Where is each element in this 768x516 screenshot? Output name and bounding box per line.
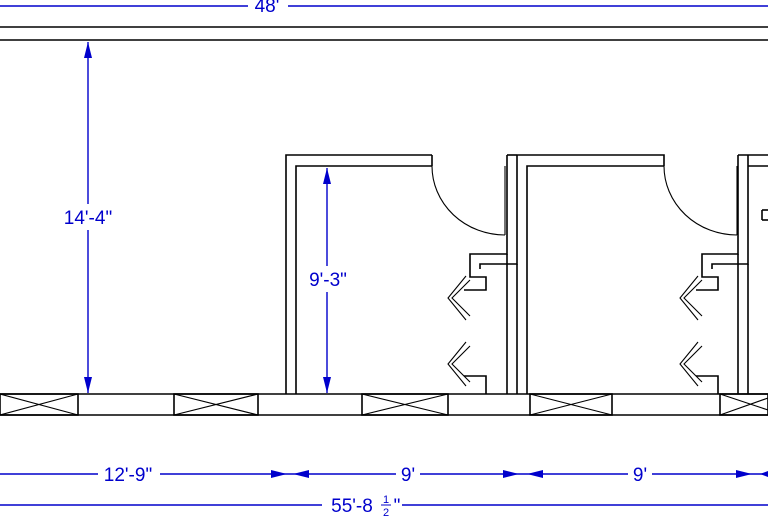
overall-inch-mark: " bbox=[394, 496, 401, 516]
arrow-right-icon bbox=[503, 470, 519, 478]
top-dimension-label: 48' bbox=[255, 0, 280, 17]
window-2 bbox=[173, 393, 259, 416]
overall-frac-den: 2 bbox=[383, 507, 389, 516]
bottom-segment-2-label: 9' bbox=[401, 465, 415, 486]
top-wall bbox=[0, 26, 768, 41]
bottom-overall-dimension: 55'-8 1 2 " bbox=[0, 493, 768, 516]
arrow-right-icon bbox=[736, 470, 752, 478]
fixture-chevrons-2 bbox=[679, 275, 703, 387]
chevron-left-icon bbox=[683, 279, 703, 317]
arrow-left-icon bbox=[527, 470, 543, 478]
bottom-segment-3-label: 9' bbox=[633, 465, 647, 486]
overall-frac-num: 1 bbox=[383, 494, 389, 506]
door-swing-1 bbox=[431, 165, 506, 236]
window-1 bbox=[0, 393, 79, 416]
chevron-left-icon bbox=[683, 345, 703, 383]
arrow-down-icon bbox=[84, 377, 92, 393]
door-swing-2 bbox=[663, 165, 738, 236]
room-1 bbox=[285, 154, 518, 394]
fixture-chevrons-1 bbox=[447, 275, 471, 387]
room-height-dimension: 9'-3" bbox=[300, 168, 356, 393]
arrow-up-icon bbox=[84, 42, 92, 58]
arrow-left-icon bbox=[293, 470, 309, 478]
arrow-down-icon bbox=[323, 377, 331, 393]
left-height-label: 14'-4" bbox=[64, 208, 112, 229]
arrow-right-icon bbox=[271, 470, 287, 478]
room-2 bbox=[517, 154, 768, 394]
left-height-dimension: 14'-4" bbox=[56, 42, 120, 393]
top-dimension: 48' bbox=[0, 0, 768, 17]
bottom-segment-1-label: 12'-9" bbox=[104, 465, 152, 486]
overall-label-whole: 55'-8 bbox=[331, 496, 373, 516]
room-height-label: 9'-3" bbox=[309, 270, 347, 291]
window-3 bbox=[361, 393, 449, 416]
bottom-segment-dimensions: 12'-9" 9' 9' bbox=[0, 462, 768, 486]
arrow-up-icon bbox=[323, 168, 331, 184]
bottom-wall bbox=[0, 393, 768, 416]
chevron-left-icon bbox=[451, 279, 471, 317]
window-4 bbox=[529, 393, 613, 416]
window-5 bbox=[719, 393, 768, 416]
chevron-left-icon bbox=[451, 345, 471, 383]
